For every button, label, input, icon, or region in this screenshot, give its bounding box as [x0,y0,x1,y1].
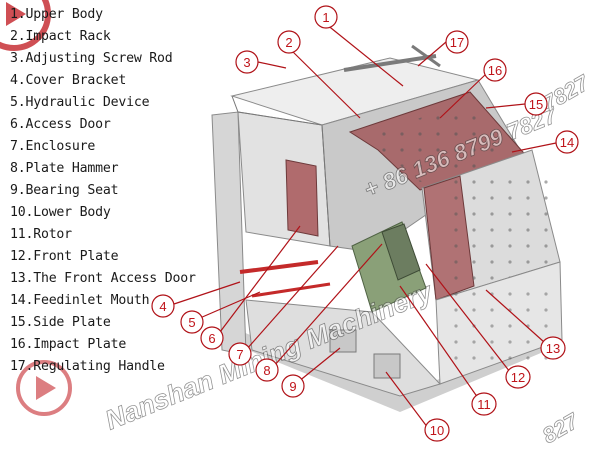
legend-item: 10.Lower Body [10,205,111,220]
callout-5: 5 [180,291,261,334]
legend-item: 11.Rotor [10,227,72,242]
access-door-shape [285,159,319,237]
play-icon [36,376,56,400]
legend-item: 9.Bearing Seat [10,183,119,198]
legend-item: 1.Upper Body [10,7,103,22]
svg-text:1: 1 [322,10,329,25]
svg-text:10: 10 [430,423,444,438]
svg-text:8: 8 [263,363,270,378]
hydraulic-rod-2 [251,282,331,298]
svg-text:17: 17 [450,35,464,50]
callout-17: 17 [417,30,469,67]
legend-item: 4.Cover Bracket [10,73,127,88]
legend-item: 16.Impact Plate [10,337,127,352]
legend-item: 5.Hydraulic Device [10,95,150,110]
legend-item: 7.Enclosure [10,139,96,154]
callout-12: 12 [425,263,531,389]
callout-1: 1 [314,5,404,87]
parts-legend: 1.Upper Body 2.Impact Rack 3.Adjusting S… [10,4,196,378]
front-door-holes [446,280,556,370]
legend-item: 3.Adjusting Screw Rod [10,51,173,66]
callout-9: 9 [281,347,341,398]
callout-4: 4 [151,281,241,318]
legend-item: 8.Plate Hammer [10,161,119,176]
callout-15: 15 [485,92,548,116]
svg-text:14: 14 [560,135,574,150]
svg-text:11: 11 [477,397,491,412]
stamp-logo-top [0,0,51,51]
crusher-body [211,44,563,412]
callout-8: 8 [255,243,383,382]
svg-text:9: 9 [289,379,296,394]
legend-item: 2.Impact Rack [10,29,111,44]
callout-16: 16 [439,58,507,119]
legend-item: 14.Feedinlet Mouth [10,293,150,308]
legend-item: 12.Front Plate [10,249,119,264]
callout-2: 2 [277,30,361,119]
svg-text:16: 16 [488,63,502,78]
svg-text:6: 6 [208,331,215,346]
adjusting-screw-rod [343,54,437,72]
callout-7: 7 [228,245,339,366]
callout-3: 3 [235,50,287,74]
callout-11: 11 [399,285,497,416]
callout-6: 6 [200,225,301,350]
feed-inlet-holes [440,178,550,288]
svg-text:15: 15 [529,97,543,112]
legend-item: 13.The Front Access Door [10,271,196,286]
svg-text:13: 13 [546,341,560,356]
svg-text:7: 7 [236,347,243,362]
bearing-seat-block [329,329,357,353]
bearing-seat-block-2 [373,353,401,379]
play-icon [6,2,26,26]
hydraulic-rod [239,260,319,274]
legend-item: 6.Access Door [10,117,111,132]
stamp-logo-bottom [16,360,72,416]
plate-hammer-shape [381,223,421,281]
watermark-phone-fragment-top: 7827 [538,69,594,116]
callout-layer: 1 2 3 14 15 16 17 [151,5,579,442]
callout-10: 10 [385,371,450,442]
frame-edge [231,95,331,247]
impact-plate-lining [362,102,514,182]
callout-14: 14 [511,130,579,154]
legend-item: 15.Side Plate [10,315,111,330]
svg-text:12: 12 [511,370,525,385]
svg-text:3: 3 [243,55,250,70]
regulating-handle-bar [411,44,441,68]
callout-13: 13 [485,289,566,360]
svg-text:5: 5 [188,315,195,330]
svg-text:2: 2 [285,35,292,50]
legend-item: 17.Regulating Handle [10,359,165,374]
watermark-phone-fragment-bottom: 827 [538,407,584,448]
svg-text:4: 4 [159,299,166,314]
